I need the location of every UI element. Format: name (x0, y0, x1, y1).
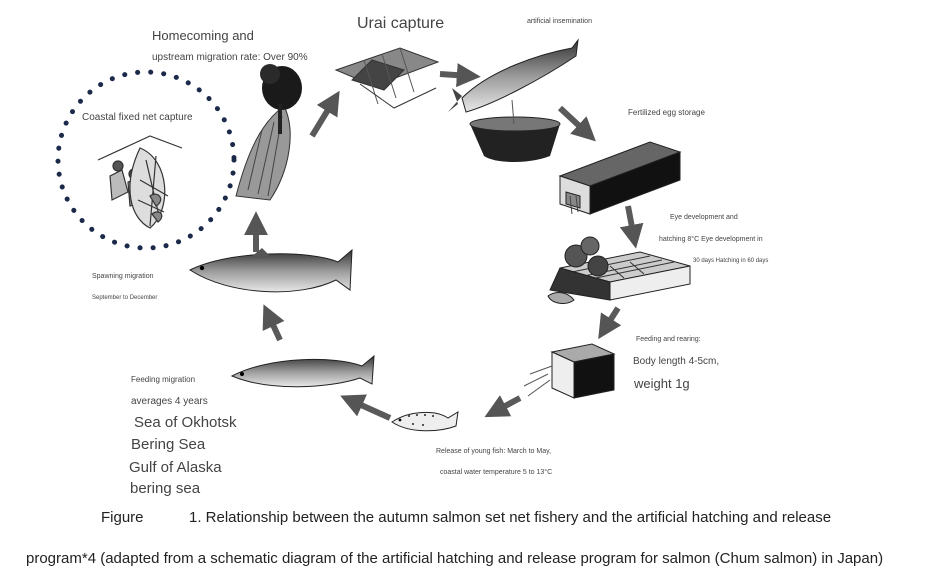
label-feeding-migration-2: averages 4 years (131, 396, 208, 407)
label-bering-sea: Bering Sea (131, 436, 206, 453)
label-feeding-migration-1: Feeding migration (131, 375, 196, 384)
label-homecoming-2: upstream migration rate: Over 90% (152, 52, 308, 63)
label-release-2: coastal water temperature 5 to 13°C (440, 469, 553, 476)
arrow-storage-to-eye (619, 205, 644, 249)
arrow-eye-to-rearing (598, 306, 622, 340)
label-coastal-fixed-net: Coastal fixed net capture (82, 112, 193, 123)
label-artificial-insemination: artificial insemination (527, 18, 592, 25)
label-eye-development-3: 30 days Hatching in 60 days (693, 258, 769, 264)
caption-figure-word: Figure (101, 509, 144, 526)
caption-line-2: program*4 (adapted from a schematic diag… (26, 550, 884, 567)
label-urai-capture: Urai capture (357, 15, 445, 32)
young-fish-illustration (391, 411, 459, 432)
arrow-feeding-to-spawning (262, 304, 285, 342)
feeding-migration-fish-illustration (230, 354, 375, 388)
arrow-coastal-to-homecoming (309, 90, 340, 138)
cycle-arrows (244, 63, 644, 421)
label-release-1: Release of young fish: March to May, (436, 448, 552, 455)
label-bering-sea-lower: bering sea (130, 480, 201, 497)
label-spawning-migration-1: Spawning migration (92, 273, 154, 280)
label-feeding-rearing-3: weight 1g (634, 376, 690, 391)
label-feeding-rearing-1: Feeding and rearing: (636, 336, 701, 343)
arrow-urai-to-insemination (439, 63, 481, 88)
label-homecoming-1: Homecoming and (152, 28, 254, 43)
rearing-box-illustration (523, 343, 616, 399)
label-fertilized-egg-storage: Fertilized egg storage (628, 108, 705, 117)
arrow-release-to-feeding (340, 394, 392, 421)
spawning-fish-illustration (188, 248, 353, 293)
egg-storage-illustration (558, 141, 682, 215)
caption-line-1: 1. Relationship between the autumn salmo… (189, 509, 832, 526)
label-eye-development-2: hatching 8°C Eye development in (659, 236, 763, 243)
arrow-insemination-to-storage (557, 105, 596, 142)
hatching-tray-illustration (547, 236, 691, 304)
river-tree-illustration (235, 64, 302, 201)
coastal-net-dotted-circle (55, 69, 237, 251)
arrow-rearing-to-release (484, 395, 522, 418)
label-feeding-rearing-2: Body length 4-5cm, (633, 356, 720, 367)
insemination-illustration (448, 38, 579, 162)
label-spawning-migration-2: September to December (92, 295, 158, 301)
label-gulf-of-alaska: Gulf of Alaska (129, 459, 222, 476)
fishermen-net-illustration (97, 135, 183, 229)
label-sea-okhotsk: Sea of Okhotsk (134, 414, 237, 431)
urai-weir-illustration (334, 47, 440, 109)
label-eye-development-1: Eye development and (670, 214, 738, 221)
